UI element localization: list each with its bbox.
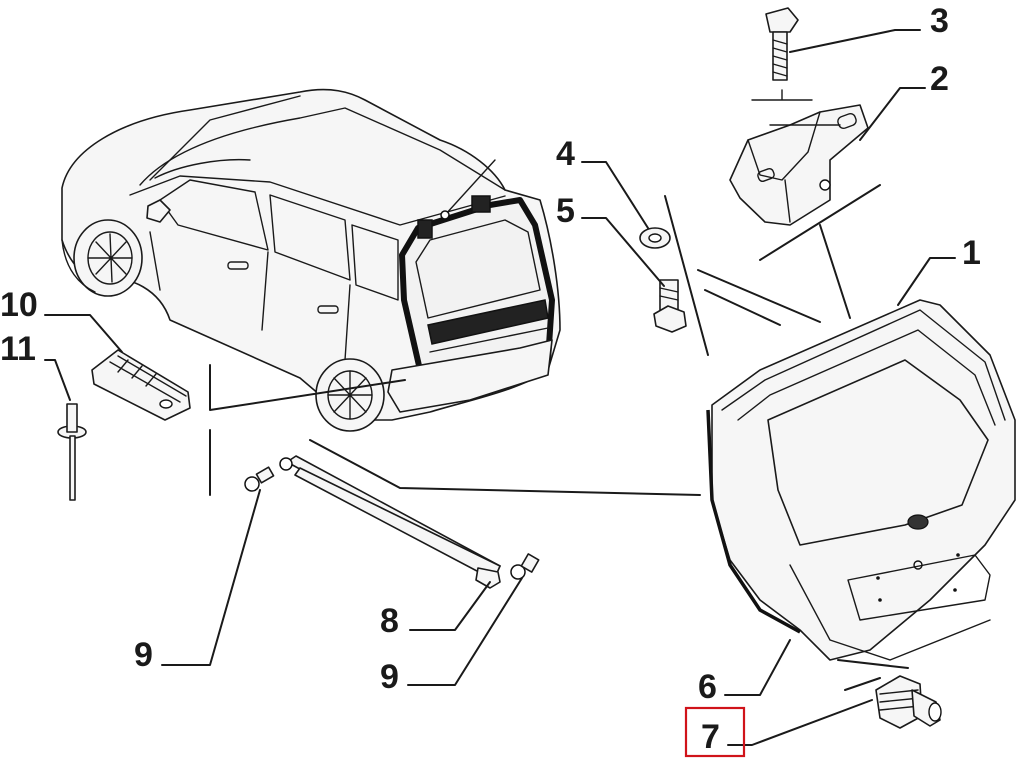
leader-1 xyxy=(897,257,956,306)
rubber-buffer-icon xyxy=(91,349,191,421)
rivet-icon xyxy=(57,403,87,501)
hatchback-vehicle-icon xyxy=(61,88,561,432)
leader-car-to-tailgate xyxy=(209,364,406,411)
callout-3: 3 xyxy=(930,2,949,40)
leader-5 xyxy=(581,217,665,287)
leader-11 xyxy=(44,359,71,401)
ball-stud-icon xyxy=(244,466,275,492)
leader-8 xyxy=(409,581,491,631)
callout-11: 11 xyxy=(0,330,36,368)
leader-9a xyxy=(161,489,261,666)
callout-7: 7 xyxy=(701,718,720,756)
leader-hardware-to-tailgate xyxy=(664,195,821,356)
hinge-bracket-icon xyxy=(729,89,869,226)
callout-6: 6 xyxy=(698,668,717,706)
washer-icon xyxy=(639,227,671,249)
callout-10: 10 xyxy=(0,286,38,324)
callout-5: 5 xyxy=(556,192,575,230)
callout-8: 8 xyxy=(380,602,399,640)
leader-6 xyxy=(724,639,791,696)
leader-4 xyxy=(581,161,649,229)
callout-9b: 9 xyxy=(380,658,399,696)
bolt-icon xyxy=(765,7,799,81)
callout-1: 1 xyxy=(962,234,981,272)
tailgate-panel-icon xyxy=(711,299,1016,661)
leader-strut-to-tailgate xyxy=(309,439,701,496)
ball-stud-icon-2 xyxy=(510,553,540,580)
callout-4: 4 xyxy=(556,135,575,173)
highlight-box-callout-7 xyxy=(684,706,746,758)
bump-stop-icon xyxy=(875,675,942,729)
leader-9b xyxy=(407,577,523,686)
leader-hinge-to-tailgate xyxy=(819,224,851,319)
callout-2: 2 xyxy=(930,60,949,98)
leader-2 xyxy=(859,87,926,141)
leader-stop-to-tailgate xyxy=(837,659,909,691)
leader-hinge-bracket xyxy=(759,184,881,261)
leader-10 xyxy=(44,314,123,353)
tailgate-seal-icon xyxy=(706,409,801,634)
leader-7 xyxy=(727,699,873,746)
bolt-small-icon xyxy=(653,279,687,333)
callout-9a: 9 xyxy=(134,636,153,674)
gas-strut-icon xyxy=(279,455,501,589)
leader-3 xyxy=(789,29,921,53)
